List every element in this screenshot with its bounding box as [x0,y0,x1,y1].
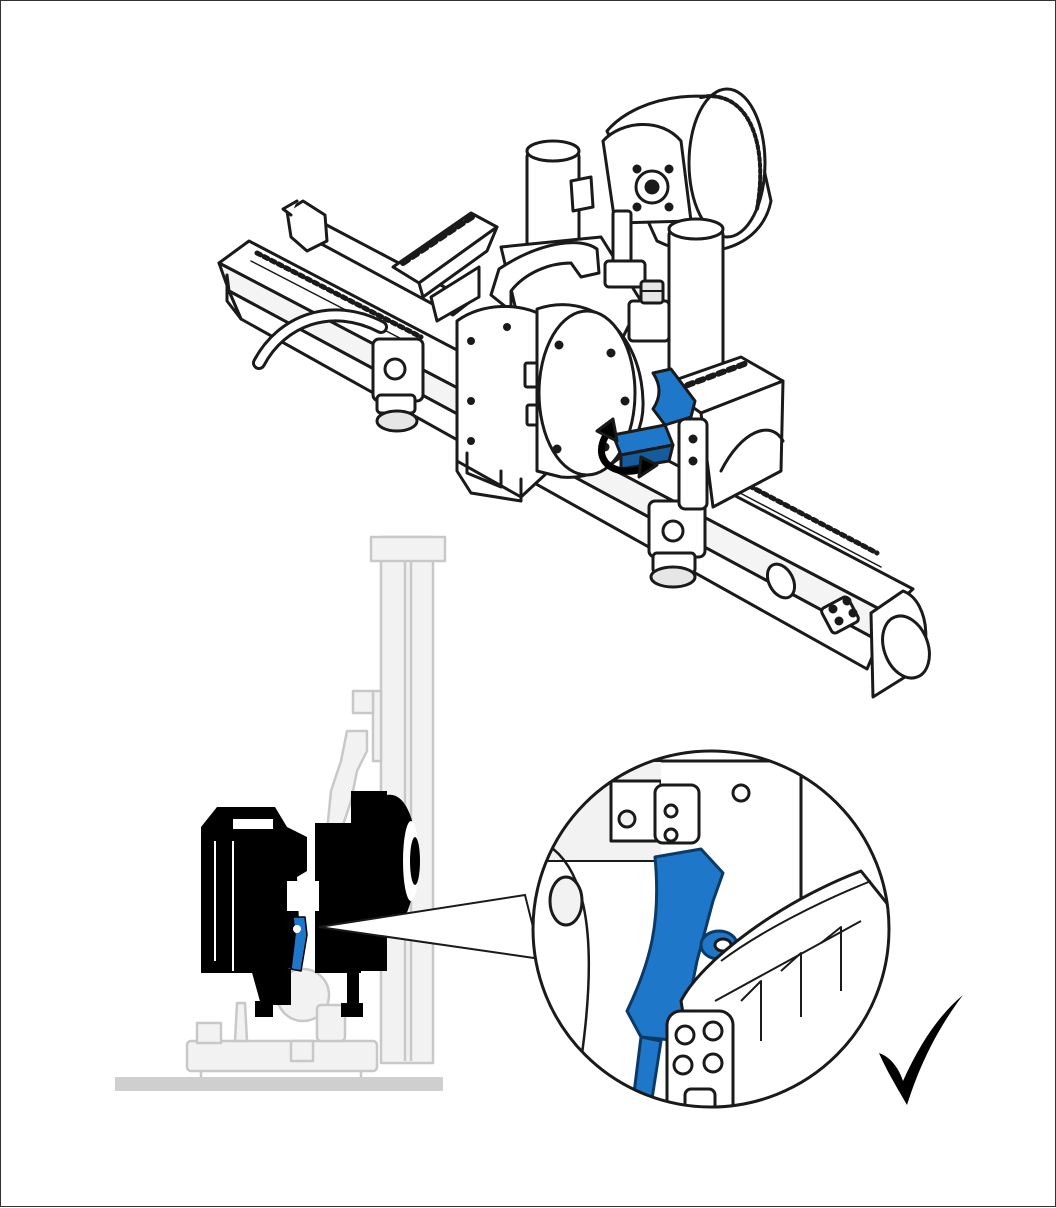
carry-handle [489,241,601,313]
machine-silhouette [201,791,420,1017]
drive-motor [455,304,551,503]
blue-locking-lever [611,367,697,471]
right-clamp [647,499,707,589]
curved-rotation-arrow-icon [595,417,659,479]
left-grip-handle [391,211,499,323]
left-clamp [371,337,425,433]
floor [115,1077,443,1091]
left-column-post [525,139,595,263]
gear-motor-disc [601,87,773,254]
side-view-illustration [115,535,447,1091]
arm-outline [325,729,369,833]
right-column-post [667,217,725,381]
zoom-detail-circle [531,749,891,1109]
side-blue-lever [290,916,308,972]
carriage-machine-illustration [217,87,931,699]
check-mark-icon [879,995,963,1105]
